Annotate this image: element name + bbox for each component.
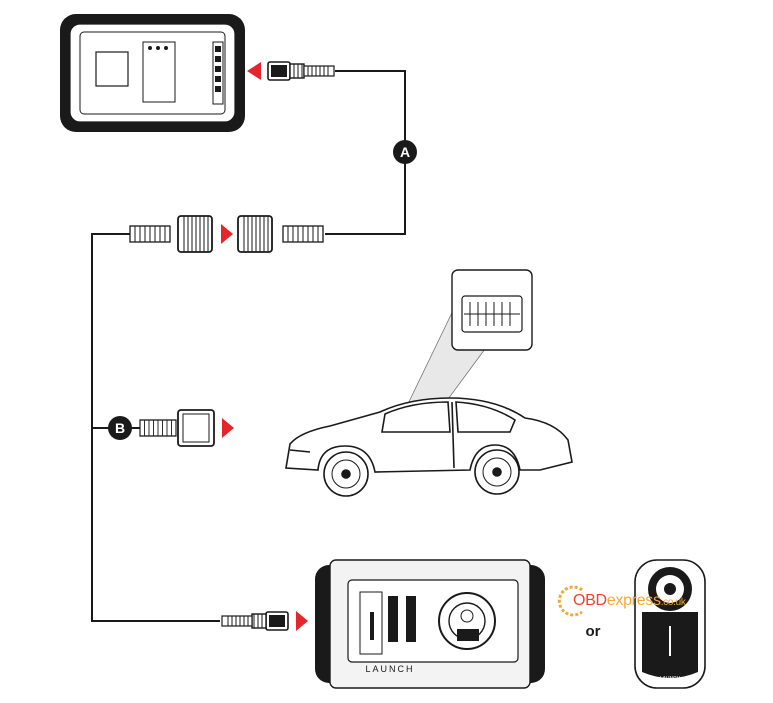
arrow-icon xyxy=(247,62,261,80)
or-label: or xyxy=(586,623,601,640)
obd-port-callout xyxy=(404,269,533,411)
car xyxy=(285,397,573,497)
diagnostic-tablet xyxy=(60,14,245,132)
cable-label-b: B xyxy=(108,416,132,440)
db-connector-programmer xyxy=(221,611,308,631)
key-reader: LAUNCH xyxy=(634,559,706,689)
arrow-icon xyxy=(222,418,234,438)
svg-text:A: A xyxy=(400,144,410,160)
svg-text:LAUNCH: LAUNCH xyxy=(660,676,681,682)
watermark-logo xyxy=(557,585,583,617)
arrow-icon xyxy=(221,224,233,244)
db-connector-tablet xyxy=(247,61,335,81)
arrow-icon xyxy=(296,611,308,631)
svg-text:B: B xyxy=(115,420,125,436)
obd-connector xyxy=(139,409,234,447)
cable-label-a: A xyxy=(393,140,417,164)
key-programmer: LAUNCH xyxy=(315,559,545,689)
watermark-text: OBDexpress.co.uk xyxy=(573,592,686,609)
svg-text:LAUNCH: LAUNCH xyxy=(365,664,414,674)
cable-lines xyxy=(91,70,406,622)
connector-pair xyxy=(129,215,324,253)
